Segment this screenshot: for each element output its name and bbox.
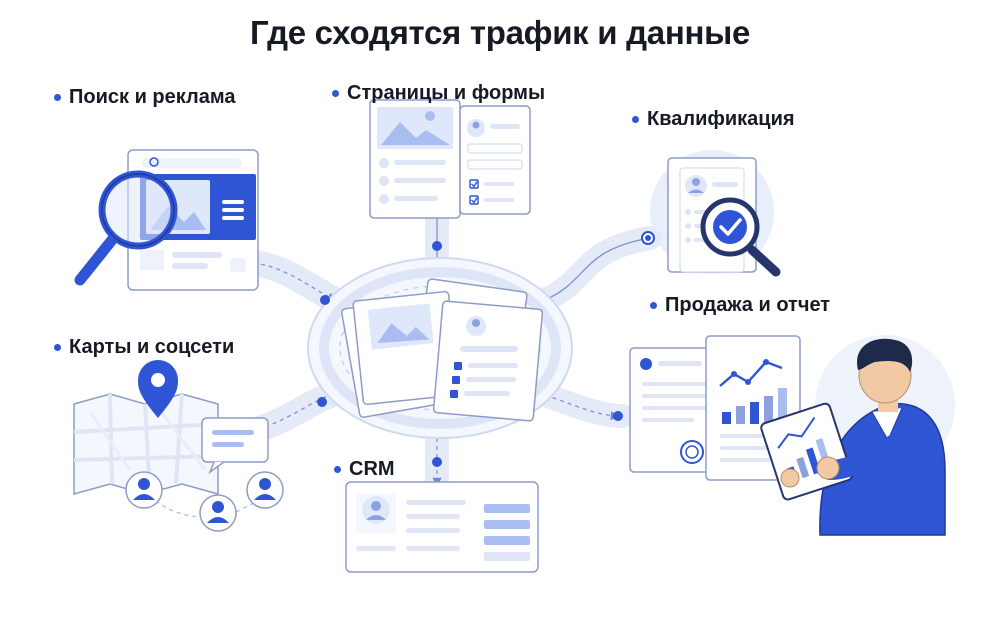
label-qualification: Квалификация <box>632 108 795 131</box>
bullet-icon <box>334 466 341 473</box>
check-badge-icon <box>700 197 781 277</box>
pages-forms-cards <box>369 99 531 219</box>
bullet-icon <box>54 94 61 101</box>
bullet-icon <box>632 116 639 123</box>
chat-bubble-icon <box>201 417 269 475</box>
analyst-person-illustration <box>760 338 946 536</box>
map-pin-icon <box>138 360 178 418</box>
junction-dots <box>317 231 655 467</box>
label-text: Поиск и реклама <box>69 86 236 108</box>
hub-documents <box>341 278 544 422</box>
label-text: Квалификация <box>647 108 795 130</box>
label-text: Карты и соцсети <box>69 336 235 358</box>
social-network-icons <box>125 471 284 532</box>
magnifier-icon <box>74 170 178 286</box>
page-title: Где сходятся трафик и данные <box>249 14 751 51</box>
bullet-icon <box>332 90 339 97</box>
label-search-ads: Поиск и реклама <box>54 86 236 109</box>
label-pages-forms: Страницы и формы <box>332 82 545 105</box>
crm-card <box>345 481 539 573</box>
label-crm: CRM <box>334 458 395 481</box>
label-maps-social: Карты и соцсети <box>54 336 234 359</box>
label-sales-report: Продажа и отчет <box>650 294 830 317</box>
label-text: CRM <box>349 458 395 480</box>
map-card <box>73 393 219 495</box>
bullet-icon <box>650 302 657 309</box>
central-hub <box>307 257 573 439</box>
label-text: Страницы и формы <box>347 82 546 104</box>
bullet-icon <box>54 344 61 351</box>
label-text: Продажа и отчет <box>665 294 831 316</box>
